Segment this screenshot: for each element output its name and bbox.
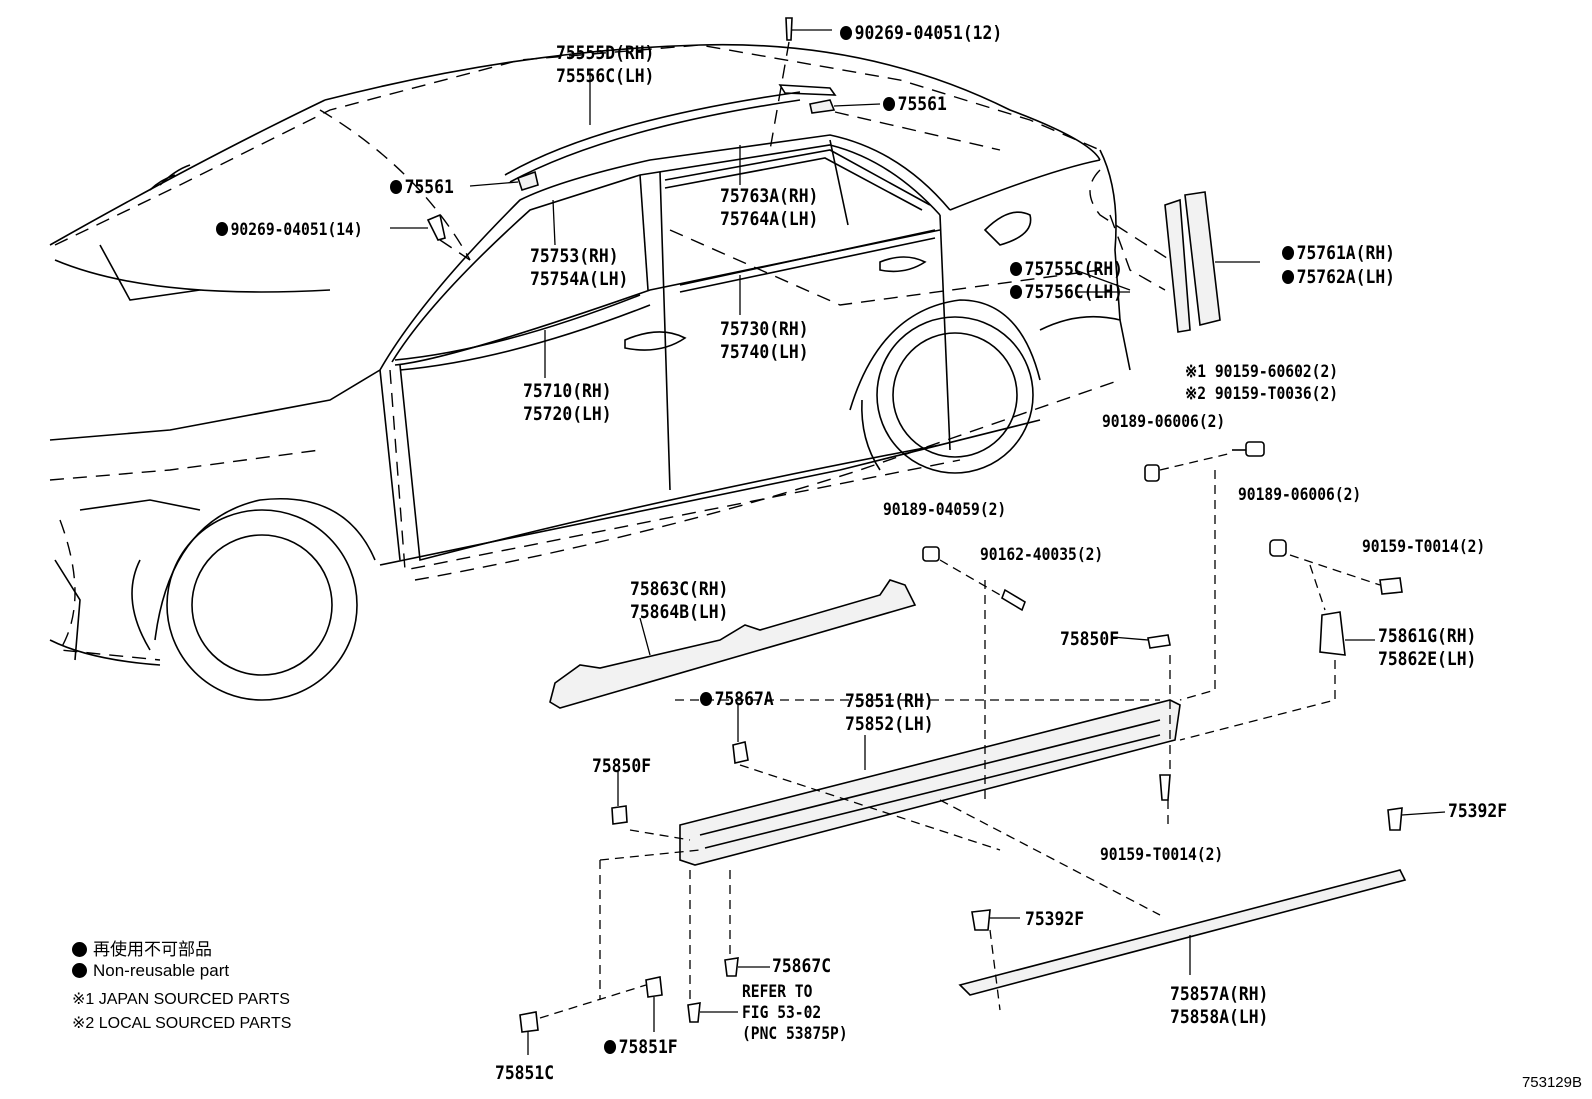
label-rocker-panel-rh: 75851(RH) [845, 690, 934, 712]
legend-jp: 再使用不可部品 [72, 935, 212, 960]
label-rocker-upper-lh: 75864B(LH) [630, 601, 729, 623]
label-nut-90189-06006-b: 90189-06006(2) [1238, 485, 1362, 505]
label-roof-moulding: 75555D(RH) [556, 42, 655, 64]
non-reusable-icon [1010, 285, 1023, 299]
label-front-belt-moulding-lh: 75720(LH) [523, 403, 612, 425]
label-clip-75867c: 75867C [772, 955, 832, 977]
non-reusable-icon [840, 26, 853, 40]
label-rear-door-frame-rh: 75763A(RH) [720, 185, 819, 207]
legend-note-1: ※1 JAPAN SOURCED PARTS [72, 991, 290, 1008]
label-refer-to: REFER TO [742, 982, 813, 1002]
non-reusable-icon [390, 180, 403, 194]
label-lower-moulding-lh: 75858A(LH) [1170, 1006, 1269, 1028]
label-clip-75850f-right: 75850F [1060, 628, 1120, 650]
label-screw-japan: ※1 90159-60602(2) [1185, 362, 1339, 382]
label-clip-75867a: 75867A [700, 688, 774, 711]
label-quarter-moulding-rh: 75755C(RH) [1010, 258, 1123, 281]
legend-en: Non-reusable part [72, 961, 229, 981]
figure-number: 753129B [1521, 1074, 1582, 1091]
label-clip-75850f-left: 75850F [592, 755, 652, 777]
label-lower-moulding-rh: 75857A(RH) [1170, 983, 1269, 1005]
non-reusable-icon [72, 942, 87, 957]
label-clip-75392f-left: 75392F [1025, 908, 1085, 930]
non-reusable-icon [72, 963, 87, 978]
label-refer-fig: FIG 53-02 [742, 1003, 822, 1023]
label-quarter-moulding-lh: 75756C(LH) [1010, 281, 1123, 304]
label-clip-75392f-right: 75392F [1448, 800, 1508, 822]
label-clip-75561-left: 75561 [390, 176, 454, 199]
label-nut-90189-04059: 90189-04059(2) [883, 500, 1007, 520]
label-rear-belt-moulding-rh: 75730(RH) [720, 318, 809, 340]
non-reusable-icon [604, 1040, 617, 1054]
label-front-door-frame-rh: 75753(RH) [530, 245, 619, 267]
label-refer-pnc: (PNC 53875P) [742, 1024, 848, 1044]
non-reusable-icon [216, 222, 229, 236]
label-rear-belt-moulding-lh: 75740(LH) [720, 341, 809, 363]
label-roof-moulding-lh: 75556C(LH) [556, 65, 655, 87]
label-clip-75561-right: 75561 [883, 93, 947, 116]
label-pillar-garnish-lh: 75762A(LH) [1282, 266, 1395, 289]
label-screw-90159-t0014-a: 90159-T0014(2) [1362, 537, 1486, 557]
label-pillar-garnish-rh: 75761A(RH) [1282, 242, 1395, 265]
label-front-door-frame-lh: 75754A(LH) [530, 268, 629, 290]
label-clip-90269-top: 90269-04051(12) [840, 22, 1002, 45]
non-reusable-icon [1282, 270, 1295, 284]
label-screw-90162: 90162-40035(2) [980, 545, 1104, 565]
non-reusable-icon [883, 97, 896, 111]
non-reusable-icon [1282, 246, 1295, 260]
label-screw-local: ※2 90159-T0036(2) [1185, 384, 1339, 404]
label-rocker-panel-lh: 75852(LH) [845, 713, 934, 735]
label-bracket-lh: 75862E(LH) [1378, 648, 1477, 670]
legend-note-2: ※2 LOCAL SOURCED PARTS [72, 1015, 292, 1032]
label-bracket-rh: 75861G(RH) [1378, 625, 1477, 647]
label-rocker-upper-rh: 75863C(RH) [630, 578, 729, 600]
non-reusable-icon [1010, 262, 1023, 276]
label-clip-90269-left: 90269-04051(14) [216, 220, 363, 241]
label-rear-door-frame-lh: 75764A(LH) [720, 208, 819, 230]
non-reusable-icon [700, 692, 713, 706]
label-clip-75851f: 75851F [604, 1036, 678, 1059]
label-clip-75851c: 75851C [495, 1062, 555, 1084]
label-nut-90189-06006-a: 90189-06006(2) [1102, 412, 1226, 432]
label-screw-90159-t0014-b: 90159-T0014(2) [1100, 845, 1224, 865]
label-front-belt-moulding-rh: 75710(RH) [523, 380, 612, 402]
